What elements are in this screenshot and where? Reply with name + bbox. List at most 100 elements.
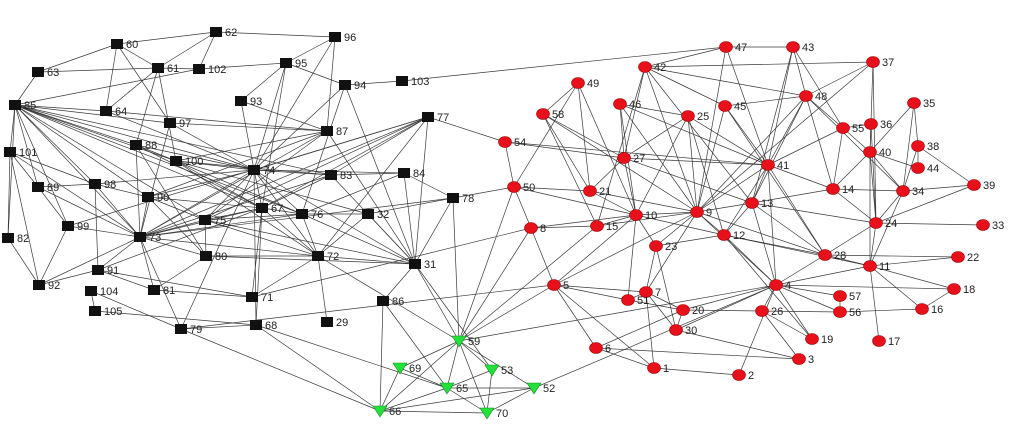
- node-label: 7: [655, 287, 661, 299]
- edge-86-65: [382, 300, 448, 389]
- edge-99-92: [38, 225, 69, 286]
- edge-27-13: [623, 157, 753, 204]
- node-25: 25: [681, 110, 709, 123]
- node-marker-circle: [976, 219, 990, 231]
- edge-83-67: [261, 174, 332, 209]
- node-marker-circle: [669, 324, 683, 336]
- node-100: 100: [170, 156, 203, 168]
- edge-5-51: [553, 284, 629, 301]
- edge-38-34: [902, 145, 919, 192]
- node-98: 98: [89, 179, 116, 191]
- node-marker-square: [152, 63, 164, 73]
- edge-98-90: [94, 183, 149, 198]
- node-90: 90: [142, 192, 169, 204]
- edge-85-73: [14, 104, 141, 238]
- node-marker-circle: [590, 220, 604, 232]
- node-label: 104: [100, 286, 118, 298]
- node-marker-circle: [786, 41, 800, 53]
- edge-10-51: [627, 214, 637, 301]
- edge-87-100: [175, 130, 328, 162]
- node-label: 75: [214, 215, 226, 227]
- node-label: 31: [424, 259, 436, 271]
- edge-55-41: [767, 127, 844, 166]
- node-label: 8: [540, 223, 546, 235]
- edge-50-49: [513, 82, 579, 188]
- node-marker-triangle: [372, 405, 388, 418]
- node-39: 39: [967, 179, 995, 192]
- edge-48-13: [751, 95, 807, 204]
- edge-62-96: [215, 31, 336, 38]
- edge-25-12: [687, 115, 725, 236]
- node-15: 15: [590, 220, 618, 233]
- edge-89-98: [37, 183, 96, 188]
- node-marker-circle: [676, 304, 690, 316]
- node-marker-square: [2, 233, 14, 243]
- node-label: 13: [761, 198, 773, 210]
- node-marker-square: [130, 140, 142, 150]
- edge-35-38: [913, 102, 919, 147]
- node-label: 58: [552, 109, 564, 121]
- node-37: 37: [866, 56, 894, 69]
- node-label: 36: [880, 119, 892, 131]
- node-label: 16: [931, 304, 943, 316]
- node-63: 63: [32, 67, 59, 79]
- edge-84-76: [301, 172, 405, 215]
- edge-8-10: [530, 214, 637, 229]
- node-label: 22: [967, 252, 979, 264]
- node-marker-circle: [718, 100, 732, 112]
- edge-40-44: [869, 151, 919, 169]
- node-marker-circle: [799, 90, 813, 102]
- edge-28-11: [824, 254, 871, 267]
- node-label: 37: [882, 57, 894, 69]
- edge-88-73: [135, 144, 141, 238]
- edge-5-6: [553, 284, 597, 349]
- node-18: 18: [947, 283, 975, 296]
- edge-74-67: [253, 169, 263, 209]
- node-label: 103: [411, 76, 429, 88]
- edge-58-21: [542, 113, 591, 192]
- edge-103-47: [401, 46, 727, 82]
- node-marker-circle: [571, 77, 585, 89]
- edge-59-70: [458, 340, 488, 414]
- edge-73-80: [139, 236, 207, 257]
- node-marker-circle: [833, 290, 847, 302]
- node-94: 94: [339, 80, 366, 92]
- edge-59-5: [458, 284, 555, 342]
- node-label: 9: [706, 207, 712, 219]
- edge-42-45: [644, 66, 726, 107]
- node-68: 68: [250, 320, 277, 332]
- edge-43-13: [751, 46, 794, 204]
- node-marker-square: [296, 209, 308, 219]
- node-marker-square: [250, 320, 262, 330]
- node-47: 47: [719, 41, 747, 54]
- node-64: 64: [100, 106, 127, 118]
- node-label: 43: [802, 42, 814, 54]
- node-101: 101: [4, 147, 37, 159]
- node-marker-circle: [629, 209, 643, 221]
- edge-95-94: [285, 62, 346, 86]
- node-marker-square: [85, 286, 97, 296]
- node-103: 103: [396, 76, 429, 88]
- edge-41-9: [696, 164, 769, 213]
- node-label: 76: [311, 209, 323, 221]
- edge-40-14: [832, 151, 871, 190]
- edge-65-66: [379, 387, 448, 412]
- edge-42-37: [644, 61, 874, 68]
- edge-24-11: [869, 222, 877, 267]
- edge-96-87: [326, 36, 336, 132]
- edge-93-74: [240, 100, 255, 171]
- node-label: 53: [501, 365, 513, 377]
- edge-13-24: [751, 202, 877, 224]
- node-78: 78: [447, 193, 474, 205]
- node-marker-circle: [792, 353, 806, 365]
- edge-85-64: [14, 104, 107, 112]
- edge-11-22: [869, 256, 959, 267]
- edge-15-10: [596, 214, 637, 227]
- edge-77-72: [317, 116, 429, 257]
- node-label: 28: [834, 250, 846, 262]
- edge-20-26: [682, 309, 763, 312]
- node-label: 86: [392, 296, 404, 308]
- node-marker-triangle: [479, 407, 495, 420]
- edge-74-83: [253, 169, 332, 176]
- node-label: 30: [685, 325, 697, 337]
